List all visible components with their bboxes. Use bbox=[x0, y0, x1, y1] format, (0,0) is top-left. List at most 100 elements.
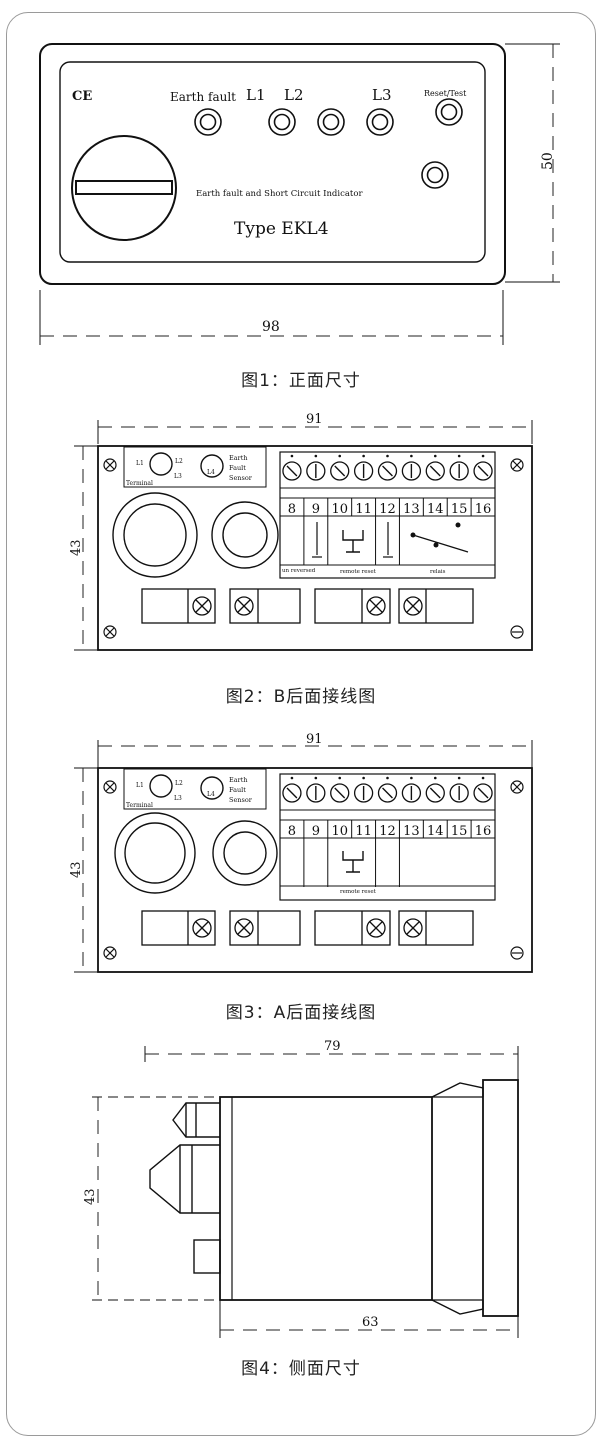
svg-text:91: 91 bbox=[306, 732, 323, 747]
dim-height-43-b: 43 bbox=[69, 445, 98, 651]
terminal-number: 8 bbox=[288, 824, 296, 839]
led-l3 bbox=[366, 108, 394, 136]
svg-text:Terminal: Terminal bbox=[126, 480, 153, 487]
svg-text:63: 63 bbox=[362, 1315, 379, 1330]
svg-text:91: 91 bbox=[306, 412, 323, 427]
big-connector-b bbox=[112, 492, 198, 578]
rear-body-a bbox=[97, 767, 533, 973]
svg-text:L4: L4 bbox=[207, 791, 215, 798]
dim-body-63: 63 bbox=[219, 1300, 519, 1338]
corner-screws-a bbox=[103, 780, 524, 960]
label-l3: L3 bbox=[372, 86, 392, 104]
label-l1: L1 bbox=[246, 86, 266, 104]
svg-text:L2: L2 bbox=[175, 458, 183, 465]
terminal-number: 13 bbox=[403, 502, 420, 517]
caption-fig4: 图4：侧面尺寸 bbox=[241, 1359, 361, 1379]
front-bezel bbox=[39, 43, 506, 285]
svg-text:98: 98 bbox=[262, 319, 280, 335]
small-connector-b bbox=[211, 501, 279, 569]
svg-text:43: 43 bbox=[69, 539, 84, 556]
caption-fig2: 图2：B后面接线图 bbox=[225, 687, 377, 707]
terminal-block-b: 8 9 10 11 12 13 14 15 16 un reversed remote rese… bbox=[279, 451, 496, 579]
terminal-number: 10 bbox=[331, 824, 348, 839]
dim-width-91-b: 91 bbox=[97, 412, 533, 444]
side-connector-upper bbox=[172, 1102, 220, 1138]
label-l2: L2 bbox=[284, 86, 304, 104]
figure-side-view: 79 43 63 bbox=[83, 1039, 519, 1338]
terminal-block-a: 8 9 10 11 12 13 14 15 16 remote reset bbox=[279, 773, 496, 901]
big-connector-a bbox=[114, 812, 196, 894]
led-l1 bbox=[268, 108, 296, 136]
svg-text:un reversed: un reversed bbox=[282, 568, 316, 574]
rotary-knob[interactable] bbox=[71, 135, 177, 241]
terminal-number: 9 bbox=[312, 824, 320, 839]
terminal-number: 14 bbox=[427, 502, 444, 517]
terminal-number: 11 bbox=[355, 502, 372, 517]
terminal-number: 15 bbox=[451, 502, 468, 517]
svg-text:Earth: Earth bbox=[229, 454, 248, 462]
dim-width-79: 79 bbox=[144, 1039, 519, 1080]
terminal-number: 12 bbox=[379, 824, 396, 839]
svg-text:50: 50 bbox=[540, 152, 556, 170]
terminal-number: 9 bbox=[312, 502, 320, 517]
svg-text:remote reset: remote reset bbox=[340, 569, 377, 575]
front-panel bbox=[59, 61, 486, 263]
side-body bbox=[219, 1096, 433, 1301]
led-l2 bbox=[317, 108, 345, 136]
svg-text:L3: L3 bbox=[174, 473, 182, 480]
rear-body-b bbox=[97, 445, 533, 651]
dim-height-50: 50 bbox=[505, 43, 560, 283]
svg-text:Fault: Fault bbox=[229, 464, 246, 472]
caption-fig3: 图3：A后面接线图 bbox=[225, 1003, 377, 1023]
svg-text:L1: L1 bbox=[136, 460, 144, 467]
terminal-number: 16 bbox=[475, 824, 492, 839]
led-extra bbox=[421, 161, 449, 189]
outer-frame bbox=[6, 12, 596, 1436]
side-flange bbox=[482, 1079, 519, 1317]
terminal-number: 12 bbox=[379, 502, 396, 517]
svg-text:43: 43 bbox=[83, 1188, 98, 1205]
bottom-connectors-a bbox=[141, 910, 474, 946]
terminal-number: 14 bbox=[427, 824, 444, 839]
svg-text:Sensor: Sensor bbox=[229, 474, 253, 482]
terminal-number: 15 bbox=[451, 824, 468, 839]
svg-text:remote reset: remote reset bbox=[340, 889, 377, 895]
dim-height-43-a: 43 bbox=[69, 767, 98, 973]
terminal-number: 13 bbox=[403, 824, 420, 839]
svg-text:79: 79 bbox=[324, 1039, 341, 1054]
label-reset-test: Reset/Test bbox=[424, 89, 467, 98]
side-connector-lower bbox=[193, 1239, 221, 1274]
panel-subtitle: Earth fault and Short Circuit Indicator bbox=[196, 189, 363, 199]
svg-text:L4: L4 bbox=[207, 469, 215, 476]
figure-rear-b: 91 43 L1 L2 L3 Terminal L4 Earth Fault S… bbox=[69, 412, 533, 651]
svg-text:L3: L3 bbox=[174, 795, 182, 802]
bottom-connectors-b bbox=[141, 588, 474, 624]
dim-height-43-side: 43 bbox=[83, 1096, 220, 1301]
small-connector-a bbox=[212, 820, 278, 886]
sensor-box-b bbox=[123, 446, 267, 488]
terminal-number: 10 bbox=[331, 502, 348, 517]
svg-text:L1: L1 bbox=[136, 782, 144, 789]
terminal-number: 8 bbox=[288, 502, 296, 517]
led-earth-fault bbox=[194, 108, 222, 136]
dim-width-91-a: 91 bbox=[97, 732, 533, 768]
side-connector-middle bbox=[149, 1144, 220, 1214]
svg-text:43: 43 bbox=[69, 861, 84, 878]
dim-width-98: 98 bbox=[39, 290, 504, 345]
svg-text:L2: L2 bbox=[175, 780, 183, 787]
svg-text:Sensor: Sensor bbox=[229, 796, 253, 804]
svg-text:Fault: Fault bbox=[229, 786, 246, 794]
label-earth-fault: Earth fault bbox=[170, 90, 236, 104]
svg-text:Terminal: Terminal bbox=[126, 802, 153, 809]
svg-text:relais: relais bbox=[430, 569, 446, 575]
reset-test-button[interactable] bbox=[435, 98, 463, 126]
svg-text:Earth: Earth bbox=[229, 776, 248, 784]
terminal-number: 16 bbox=[475, 502, 492, 517]
figure-rear-a: 91 43 L1 L2 L3 Terminal L4 Earth Fault S… bbox=[69, 732, 533, 973]
ce-mark: CE bbox=[72, 89, 92, 104]
sensor-box-a bbox=[123, 768, 267, 810]
terminal-number: 11 bbox=[355, 824, 372, 839]
panel-type: Type EKL4 bbox=[234, 219, 329, 239]
caption-fig1: 图1：正面尺寸 bbox=[241, 371, 361, 391]
corner-screws-b bbox=[103, 458, 524, 639]
